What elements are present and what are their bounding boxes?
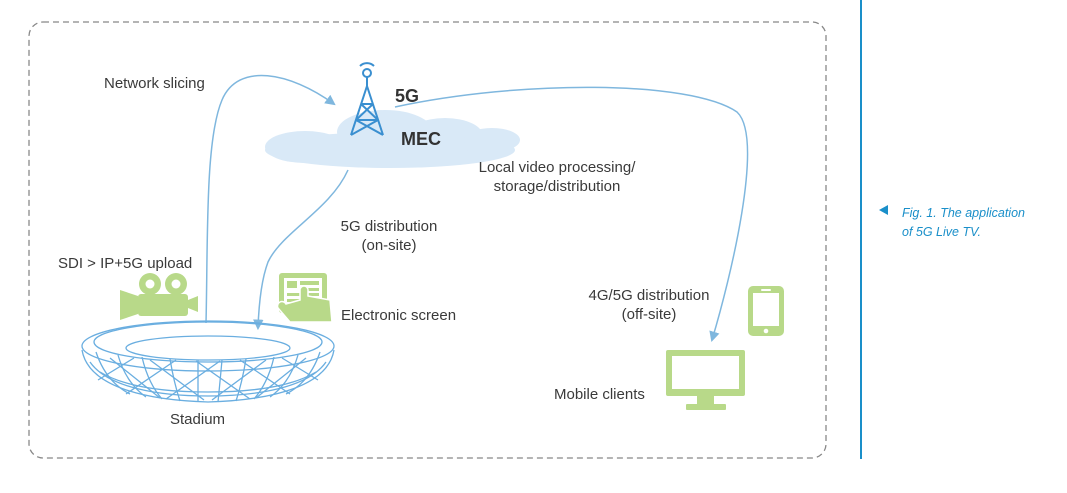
local-processing-label: Local video processing/ storage/distribu… — [466, 158, 648, 196]
offsite-line2: (off-site) — [621, 306, 677, 323]
electronic-screen-label: Electronic screen — [341, 307, 457, 324]
onsite-line1: 5G distribution — [340, 218, 438, 235]
arrow-offsite-distribution — [394, 86, 749, 343]
arrow-onsite-distribution — [253, 169, 349, 331]
arrow-network-slicing — [205, 74, 336, 324]
stadium-label: Stadium — [170, 411, 226, 428]
caption-line2: of 5G Live TV. — [902, 225, 981, 239]
caption-line1: Fig. 1. The application — [902, 206, 1025, 220]
offsite-line1: 4G/5G distribution — [588, 287, 710, 304]
tower-label: 5G — [395, 86, 420, 106]
monitor-icon — [666, 350, 745, 410]
onsite-distribution-label: 5G distribution (on-site) — [318, 217, 460, 255]
camera-icon — [120, 273, 198, 320]
upload-label: SDI > IP+5G upload — [58, 255, 193, 272]
tower-icon — [350, 62, 384, 136]
phone-icon — [748, 286, 784, 336]
stadium-icon — [81, 320, 335, 403]
offsite-distribution-label: 4G/5G distribution (off-site) — [570, 286, 728, 324]
mec-label: MEC — [401, 129, 441, 149]
dashed-frame — [28, 21, 827, 459]
local-processing-line1: Local video processing/ — [478, 159, 636, 176]
local-processing-line2: storage/distribution — [493, 178, 621, 195]
column-divider — [860, 0, 862, 459]
touch-screen-icon — [276, 273, 333, 323]
caption-pointer-icon — [879, 205, 888, 215]
onsite-line2: (on-site) — [361, 237, 417, 254]
figure-caption: Fig. 1. The application of 5G Live TV. — [902, 204, 1025, 242]
mobile-clients-label: Mobile clients — [554, 386, 645, 403]
network-slicing-label: Network slicing — [104, 75, 205, 92]
